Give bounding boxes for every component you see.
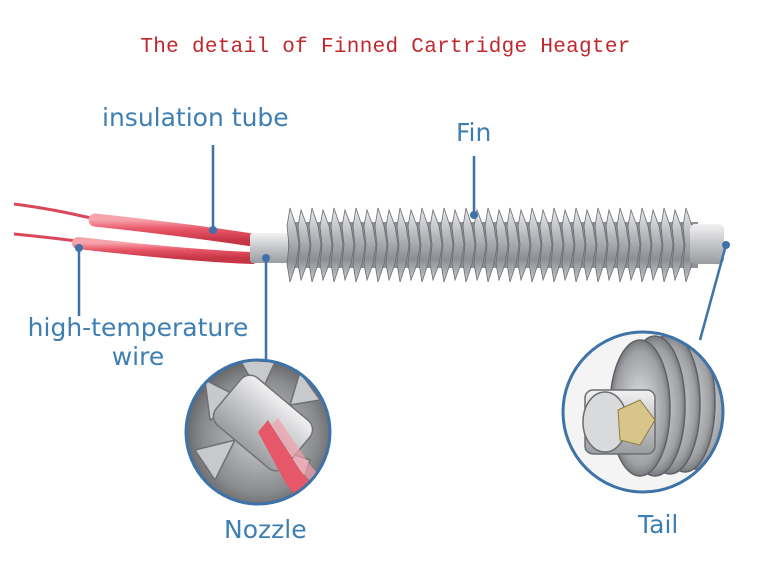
- fin-ridge: [638, 207, 652, 283]
- fin-ridge: [374, 207, 388, 283]
- fin-ridge: [605, 208, 619, 282]
- fin-ridge: [407, 208, 421, 282]
- fin-ridge: [616, 207, 630, 283]
- fin-ridge: [572, 207, 586, 283]
- fin-ridge: [660, 207, 674, 283]
- tail-rod: [690, 224, 724, 264]
- fin-ridge: [286, 207, 300, 283]
- fin-ridge: [594, 207, 608, 283]
- fin-ridge: [440, 207, 454, 283]
- fin-ridge: [308, 207, 322, 283]
- insulation-tube-lower: [72, 237, 258, 264]
- fin-ridge: [484, 207, 498, 283]
- fin-ridges: [286, 207, 696, 283]
- fin-ridge: [429, 208, 443, 282]
- fin-ridge: [352, 207, 366, 283]
- tail-closeup: [563, 332, 723, 492]
- fin-ridge: [473, 208, 487, 282]
- fin-ridge: [385, 208, 399, 282]
- fin-ridge: [319, 208, 333, 282]
- fin-ridge: [528, 207, 542, 283]
- fin-ridge: [561, 208, 575, 282]
- label-high-temperature-line1: high-temperature: [27, 313, 249, 342]
- nozzle-sleeve: [250, 233, 292, 263]
- fin-ridge: [506, 207, 520, 283]
- fin-ridge: [330, 207, 344, 283]
- fin-ridge: [495, 208, 509, 282]
- fin-ridge: [649, 208, 663, 282]
- label-nozzle: Nozzle: [224, 515, 307, 544]
- fin-ridge: [297, 208, 311, 282]
- fin-ridge: [396, 207, 410, 283]
- nozzle-closeup-border: [184, 358, 332, 506]
- label-insulation-tube: insulation tube: [102, 103, 289, 132]
- label-high-temperature-line2: wire: [111, 341, 165, 371]
- label-fin: Fin: [456, 118, 492, 147]
- fin-ridge: [363, 208, 377, 282]
- fin-ridge: [341, 208, 355, 282]
- fin-ridge: [451, 208, 465, 282]
- fin-ridge: [627, 208, 641, 282]
- fin-ridge: [418, 207, 432, 283]
- fin-ridge: [539, 208, 553, 282]
- tail-closeup-border: [561, 330, 725, 494]
- fin-ridge: [583, 208, 597, 282]
- leader-tail: [698, 244, 728, 341]
- fin-ridge: [517, 208, 531, 282]
- insulation-tube-upper: [88, 213, 259, 247]
- label-tail: Tail: [638, 510, 679, 539]
- fin-ridge: [462, 207, 476, 283]
- fin-ridge: [550, 207, 564, 283]
- fin-ridge: [671, 208, 685, 282]
- label-high-temperature-wire: high-temperature wire: [22, 313, 254, 372]
- diagram-title: The detail of Finned Cartridge Heagter: [140, 36, 631, 59]
